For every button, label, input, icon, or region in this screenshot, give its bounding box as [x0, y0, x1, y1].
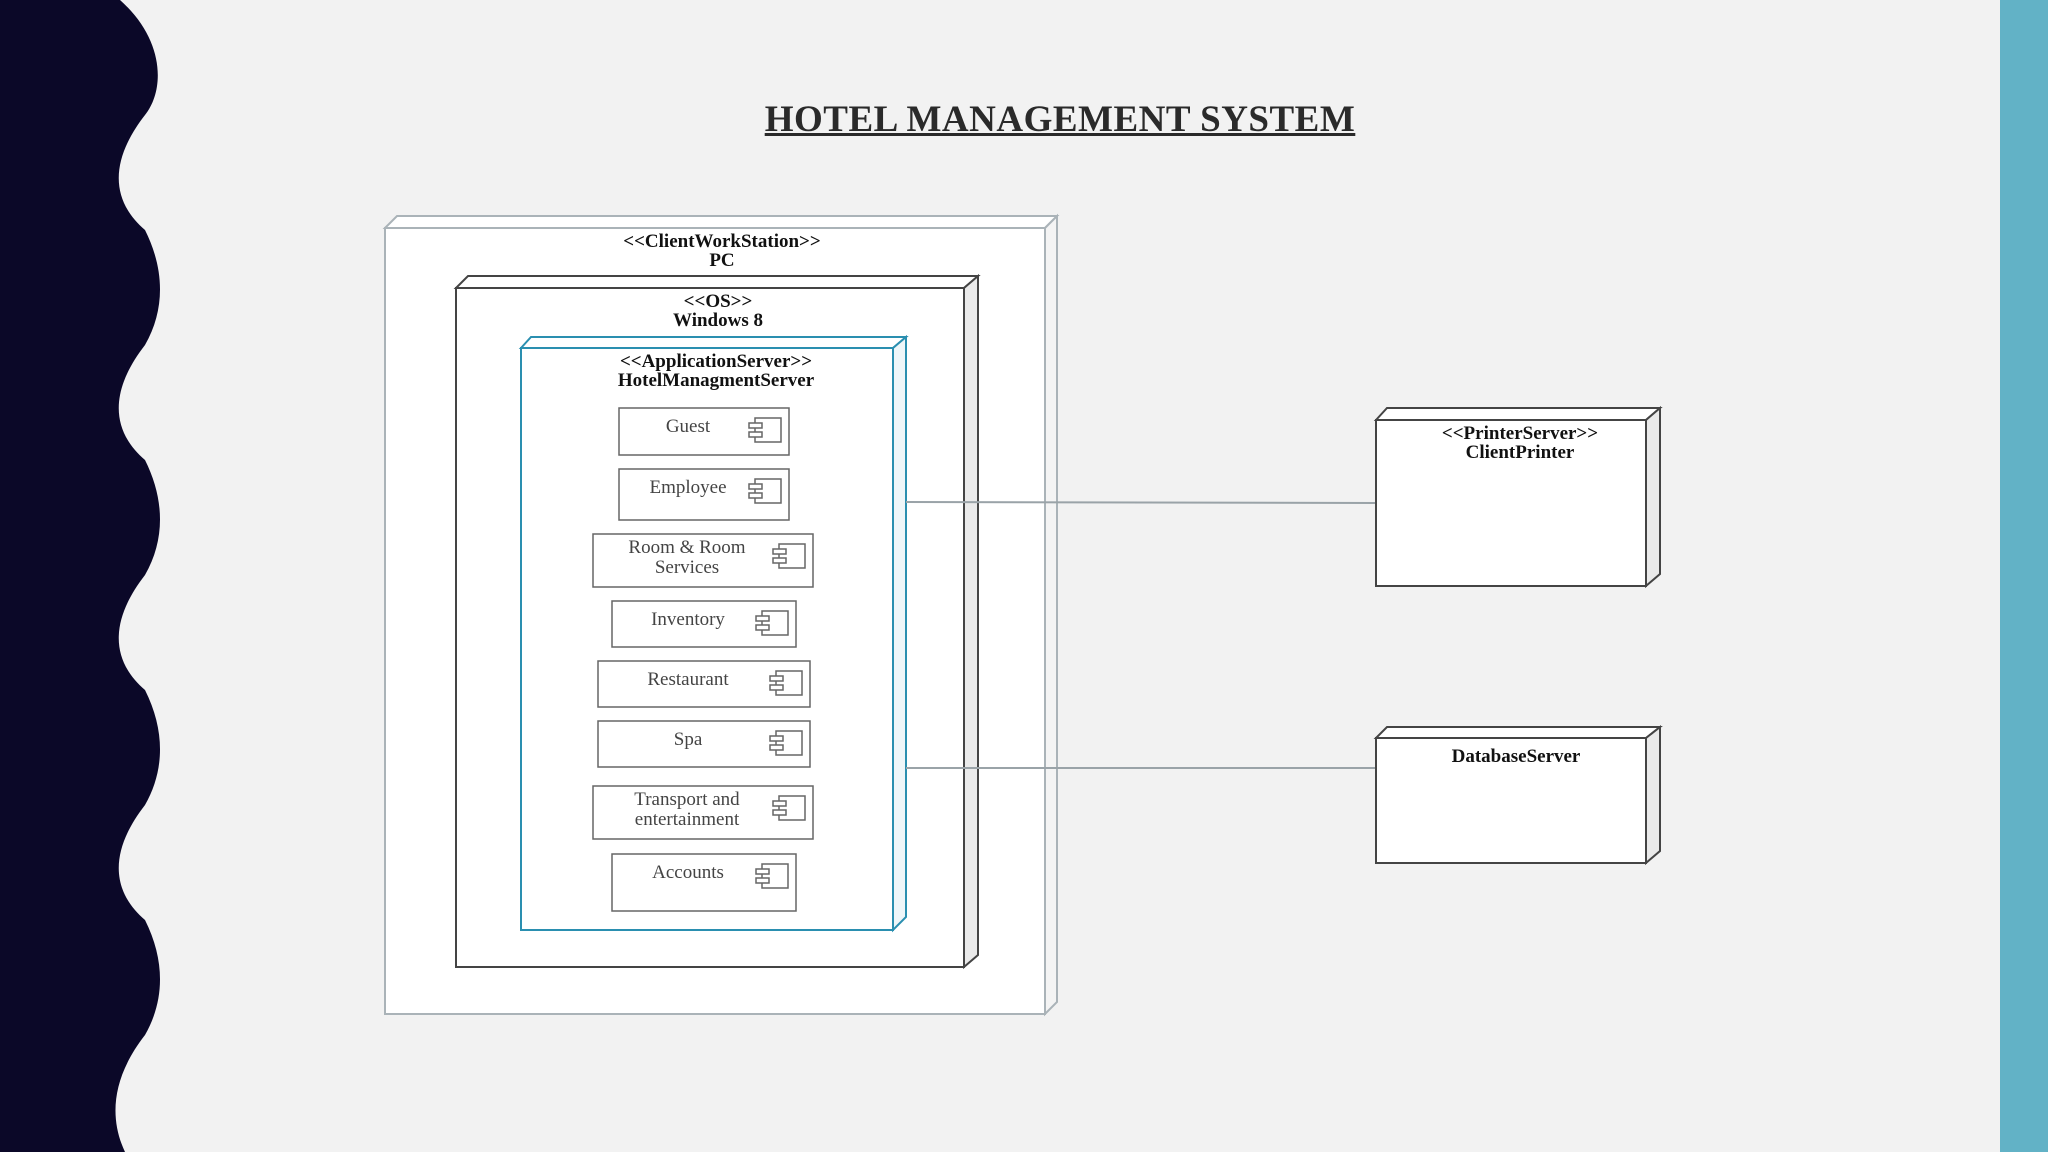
component-label: Accounts — [652, 862, 724, 883]
client-stereotype: <<ClientWorkStation>> — [623, 231, 820, 252]
component-label: entertainment — [635, 809, 740, 830]
right-accent-band — [2000, 0, 2048, 1152]
component-label: Transport and — [634, 789, 740, 810]
component-label: Employee — [649, 477, 726, 498]
slide-title: HOTEL MANAGEMENT SYSTEM — [764, 99, 1356, 140]
component-label: Room & Room — [628, 537, 745, 558]
printer-stereotype: <<PrinterServer>> — [1442, 423, 1598, 444]
component-box: Employee — [618, 468, 790, 521]
component-icon — [772, 543, 806, 569]
component-icon — [772, 795, 806, 821]
component-icon — [755, 610, 789, 636]
component-box: Inventory — [611, 600, 797, 648]
component-box: Spa — [597, 720, 811, 768]
printer-name: ClientPrinter — [1466, 442, 1575, 463]
component-label: Guest — [666, 416, 711, 437]
app-name: HotelManagmentServer — [618, 370, 815, 391]
connector-printer — [905, 501, 1377, 504]
component-icon — [769, 730, 803, 756]
component-label: Services — [655, 557, 719, 578]
component-box: Restaurant — [597, 660, 811, 708]
component-icon — [755, 863, 789, 889]
application-server-node: <<ApplicationServer>> HotelManagmentServ… — [518, 334, 909, 933]
app-stereotype: <<ApplicationServer>> — [620, 351, 812, 372]
database-name: DatabaseServer — [1452, 746, 1581, 767]
component-label: Spa — [674, 729, 703, 750]
database-server-node: DatabaseServer — [1373, 724, 1663, 866]
os-stereotype: <<OS>> — [684, 291, 753, 312]
component-box: Guest — [618, 407, 790, 456]
component-label: Inventory — [651, 609, 725, 630]
os-name: Windows 8 — [673, 310, 763, 331]
client-name: PC — [709, 250, 734, 271]
component-box: Accounts — [611, 853, 797, 912]
printer-server-node: <<PrinterServer>> ClientPrinter — [1373, 405, 1663, 589]
component-label: Restaurant — [647, 669, 729, 690]
component-icon — [748, 417, 782, 443]
component-icon — [769, 670, 803, 696]
component-icon — [748, 478, 782, 504]
left-wave-decoration — [0, 0, 160, 1152]
